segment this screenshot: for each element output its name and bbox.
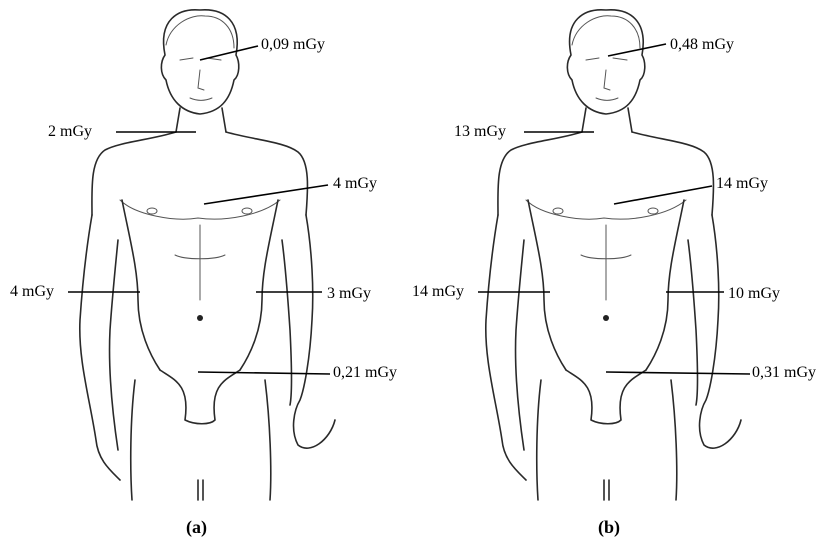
dose-label-chest: 14 mGy <box>716 175 768 193</box>
dose-label-right-arm: 4 mGy <box>10 283 54 301</box>
panel-b: 0,48 mGy 13 mGy 14 mGy 14 mGy 10 mGy 0,3… <box>416 0 832 543</box>
dose-label-chest: 4 mGy <box>333 175 377 193</box>
leader-groin <box>606 372 750 374</box>
body-outline <box>486 10 741 500</box>
dose-label-head: 0,48 mGy <box>670 36 734 54</box>
dose-label-neck: 13 mGy <box>454 123 506 141</box>
panel-caption-a: (a) <box>186 517 207 538</box>
panel-a: 0,09 mGy 2 mGy 4 mGy 4 mGy 3 mGy 0,21 mG… <box>0 0 416 543</box>
leader-chest <box>204 185 328 204</box>
dose-label-left-arm: 3 mGy <box>327 285 371 303</box>
leader-head <box>608 44 666 56</box>
human-body-drawing <box>416 0 832 543</box>
dose-label-left-arm: 10 mGy <box>728 285 780 303</box>
human-body-drawing <box>0 0 416 543</box>
panel-caption-b: (b) <box>598 517 620 538</box>
body-outline <box>80 10 335 500</box>
dose-label-neck: 2 mGy <box>48 123 92 141</box>
dose-label-groin: 0,31 mGy <box>752 364 816 382</box>
leader-head <box>200 46 258 60</box>
leader-chest <box>614 186 712 204</box>
dose-label-head: 0,09 mGy <box>261 36 325 54</box>
dose-label-groin: 0,21 mGy <box>333 364 397 382</box>
leader-groin <box>198 372 330 374</box>
dose-label-right-arm: 14 mGy <box>412 283 464 301</box>
